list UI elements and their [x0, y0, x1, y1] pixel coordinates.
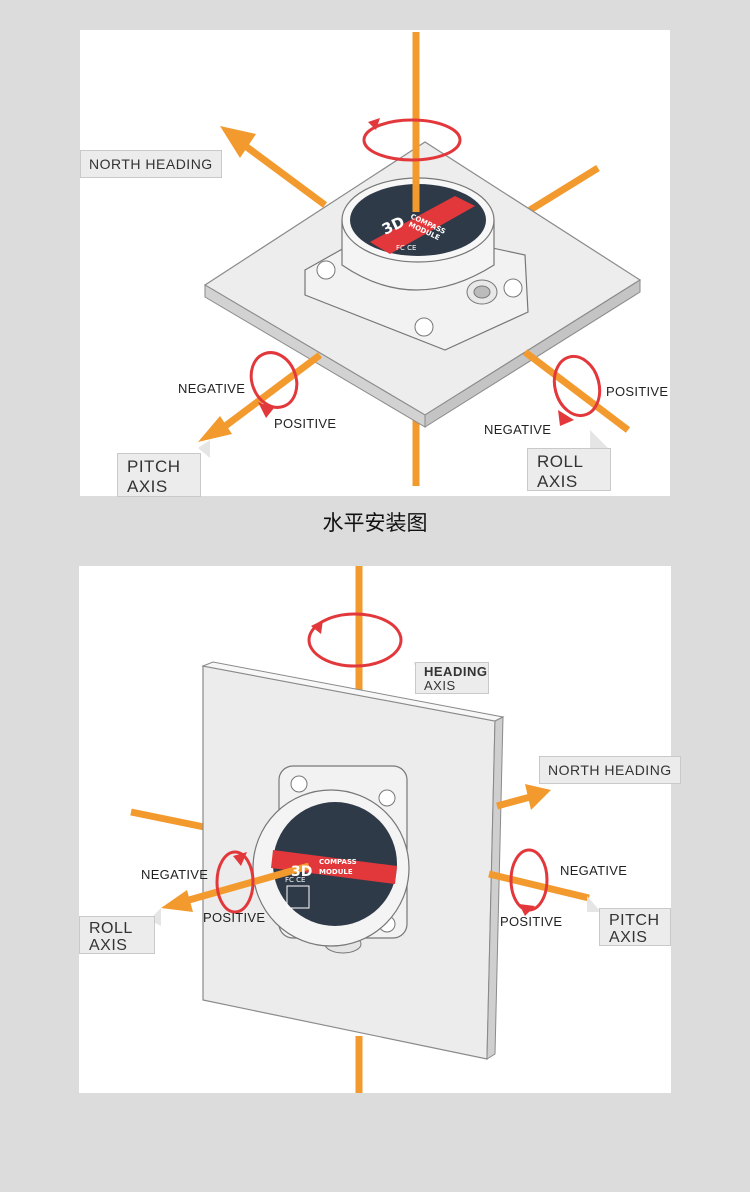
mount-hole	[316, 260, 336, 280]
roll-positive-label: POSITIVE	[203, 910, 266, 925]
horizontal-install-diagram: 3D COMPASS MODULE FC CE NORTH HEADING NE…	[80, 30, 670, 497]
mount-hole	[378, 789, 396, 807]
pitch-axis-back	[528, 165, 600, 213]
roll-axis-line2: AXIS	[537, 472, 578, 491]
heading-axis-label: HEADING AXIS	[415, 662, 489, 694]
north-heading-arrowhead	[525, 784, 551, 810]
pitch-axis-line2: AXIS	[609, 929, 648, 946]
roll-axis-front	[522, 349, 631, 433]
pitch-negative-label: NEGATIVE	[560, 863, 628, 878]
pitch-arrowhead	[198, 416, 232, 442]
north-heading-label: NORTH HEADING	[80, 150, 222, 178]
north-heading-axis	[496, 792, 535, 810]
vertical-install-diagram: 3D COMPASS MODULE FC CE HEADING AXIS NOR…	[79, 566, 681, 1093]
roll-axis-line1: ROLL	[89, 920, 133, 937]
device-line2: MODULE	[319, 868, 353, 876]
pitch-axis-front	[217, 352, 323, 433]
roll-rotation-arrow	[215, 850, 255, 914]
horizontal-diagram-graphic: 3D COMPASS MODULE FC CE	[198, 32, 642, 486]
mount-hole	[503, 278, 523, 298]
heading-rotation-arrow	[307, 612, 403, 668]
device-badge: 3D	[291, 864, 312, 880]
pitch-axis	[488, 870, 590, 902]
north-heading-axis	[237, 139, 328, 208]
device-marks: FC CE	[285, 876, 305, 884]
device-stripe	[370, 196, 475, 254]
pitch-axis-label: PITCH AXIS	[599, 908, 671, 946]
mount-hole	[414, 317, 434, 337]
pitch-axis-line1: PITCH	[609, 912, 660, 929]
north-heading-label: NORTH HEADING	[539, 756, 681, 784]
roll-negative-label: NEGATIVE	[141, 867, 209, 882]
pitch-rotation-arrow	[249, 351, 299, 409]
north-heading-arrowhead	[220, 126, 256, 158]
heading-axis-line2: AXIS	[424, 678, 456, 693]
mount-hole	[290, 775, 308, 793]
pitch-negative-label: NEGATIVE	[178, 381, 246, 396]
pitch-positive-label: POSITIVE	[274, 416, 337, 431]
horizontal-install-caption: 水平安装图	[322, 511, 428, 535]
pitch-axis-label: PITCH AXIS	[117, 453, 201, 497]
roll-axis-label: ROLL AXIS	[79, 916, 155, 954]
vertical-diagram-graphic: 3D COMPASS MODULE FC CE	[130, 566, 601, 1093]
pitch-axis-line1: PITCH	[127, 457, 181, 476]
roll-arrowhead	[161, 890, 193, 912]
roll-axis-line2: AXIS	[89, 937, 128, 954]
roll-positive-label: POSITIVE	[606, 384, 669, 399]
pitch-axis-line2: AXIS	[127, 477, 168, 496]
device-marks: FC CE	[396, 244, 416, 252]
roll-axis-label: ROLL AXIS	[527, 448, 611, 491]
heading-rotation-arrow	[362, 118, 462, 162]
roll-negative-label: NEGATIVE	[484, 422, 552, 437]
heading-axis-line1: HEADING	[424, 664, 488, 679]
roll-axis-line1: ROLL	[537, 452, 584, 471]
roll-rotation-arrow	[552, 354, 602, 418]
device-stripe	[271, 850, 397, 884]
roll-axis-back	[130, 808, 210, 832]
pitch-positive-label: POSITIVE	[500, 914, 563, 929]
roll-axis-front	[188, 862, 310, 904]
device-line1: COMPASS	[319, 858, 357, 866]
